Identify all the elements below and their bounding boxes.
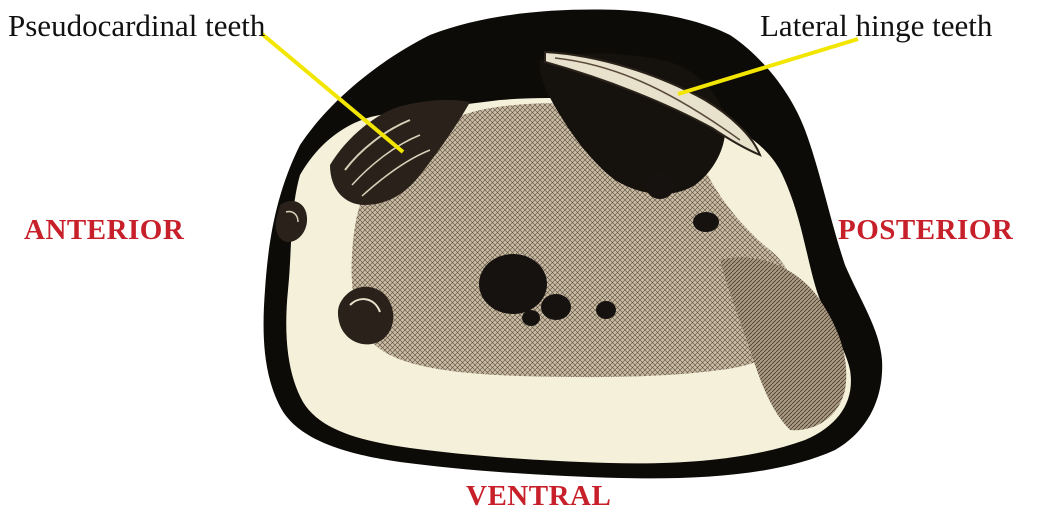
ventral-label: VENTRAL	[466, 482, 611, 511]
muscle-scar-medium	[541, 294, 571, 320]
posterior-label: POSTERIOR	[838, 216, 1013, 245]
pseudocardinal-teeth-label: Pseudocardinal teeth	[8, 10, 265, 41]
anterior-label: ANTERIOR	[24, 216, 184, 245]
muscle-scar-small	[596, 301, 616, 319]
muscle-scar-posterior	[693, 212, 719, 232]
muscle-scar-lower	[522, 310, 540, 326]
muscle-scar-large	[479, 254, 547, 314]
muscle-scar-upper	[646, 173, 674, 199]
lateral-hinge-teeth-label: Lateral hinge teeth	[760, 10, 992, 41]
